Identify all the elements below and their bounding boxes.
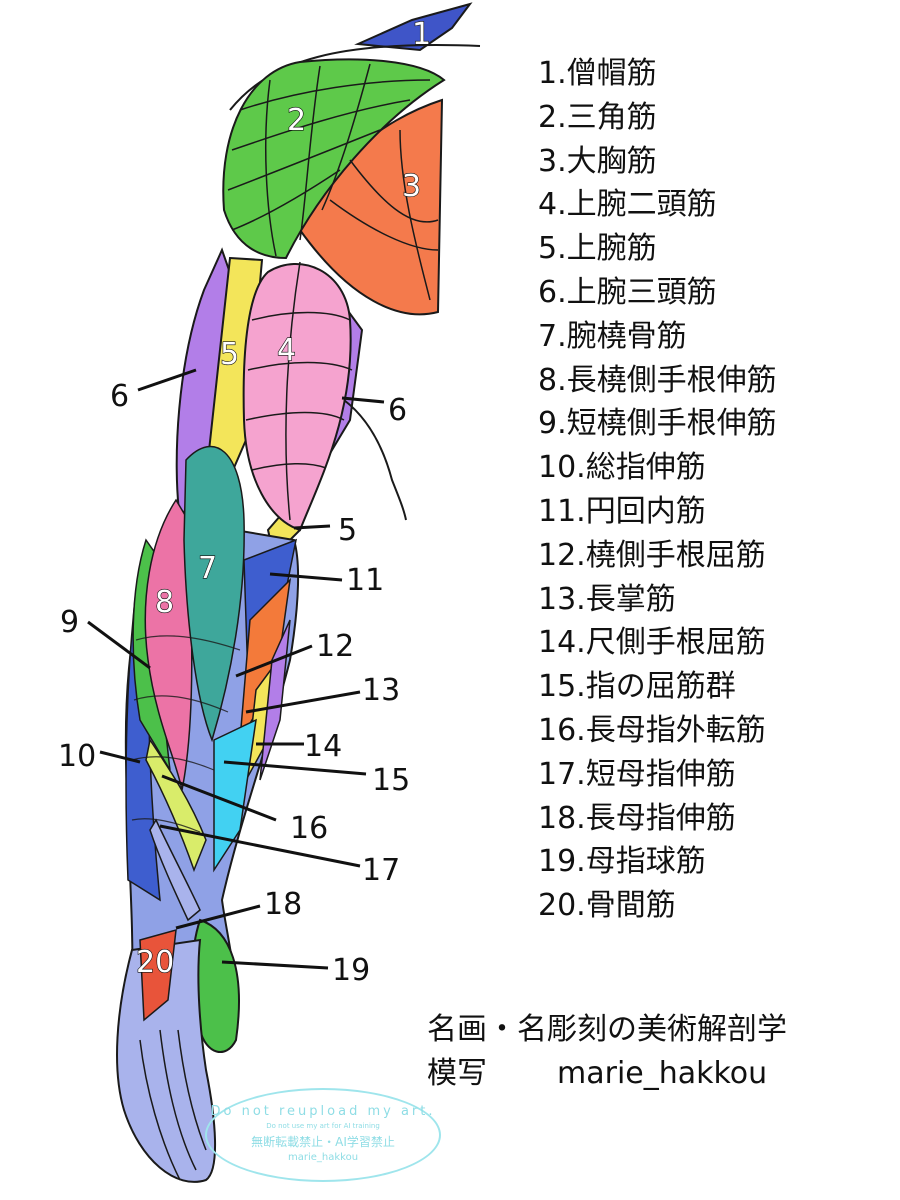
callout-19: 19 (332, 953, 370, 988)
credit-author: marie_hakkou (557, 1056, 768, 1091)
callout-20: 20 (136, 945, 174, 980)
callout-12: 12 (316, 629, 354, 664)
callout-8: 8 (155, 585, 174, 620)
callout-11: 11 (346, 563, 384, 598)
legend-item: 12.橈側手根屈筋 (538, 537, 766, 573)
finger-flexors-shape (213, 718, 257, 873)
callout-6b: 6 (388, 393, 407, 428)
legend-item: 20.骨間筋 (538, 888, 676, 924)
watermark-stamp: Do not reupload my art. Do not use my ar… (205, 1088, 441, 1182)
legend-item: 15.指の屈筋群 (538, 669, 736, 705)
legend-item: 8.長橈側手根伸筋 (538, 362, 777, 398)
legend-item: 7.腕橈骨筋 (538, 318, 687, 354)
callout-16: 16 (290, 811, 328, 846)
callout-5b: 5 (338, 513, 357, 548)
hand-finger-lines (139, 1029, 207, 1181)
callout-7: 7 (198, 551, 217, 586)
legend-item: 11.円回内筋 (538, 493, 706, 529)
callout-3: 3 (402, 169, 421, 204)
credit-prefix: 模写 (427, 1056, 487, 1091)
muscle-legend: 1.僧帽筋 2.三角筋 3.大胸筋 4.上腕二頭筋 5.上腕筋 6.上腕三頭筋 … (538, 52, 777, 928)
legend-item: 18.長母指伸筋 (538, 800, 736, 836)
watermark-line-1: Do not reupload my art. (210, 1104, 436, 1119)
shoulder-top-line (229, 43, 481, 111)
callout-18: 18 (264, 887, 302, 922)
callout-9: 9 (60, 605, 79, 640)
hand-shape (116, 938, 217, 1183)
legend-item: 3.大胸筋 (538, 143, 657, 179)
callout-6a: 6 (110, 379, 129, 414)
deltoid-contours (227, 63, 431, 257)
legend-item: 2.三角筋 (538, 99, 657, 135)
pectoralis-contours (329, 129, 439, 301)
credit-source: 名画・名彫刻の美術解剖学 (427, 1012, 787, 1047)
callout-2: 2 (287, 103, 306, 138)
legend-item: 16.長母指外転筋 (538, 712, 766, 748)
legend-item: 5.上腕筋 (538, 231, 657, 267)
biceps-contours (245, 261, 353, 521)
legend-item: 9.短橈側手根伸筋 (538, 406, 777, 442)
interossei-shape (139, 928, 177, 1022)
watermark-line-3: 無断転載禁止・AI学習禁止 (251, 1135, 395, 1149)
callout-10: 10 (58, 739, 96, 774)
legend-item: 19.母指球筋 (538, 844, 706, 880)
callout-17: 17 (362, 853, 400, 888)
biceps-shape (242, 263, 352, 532)
credit-author-line: 模写 marie_hakkou (427, 1052, 787, 1096)
callout-4: 4 (277, 333, 296, 368)
watermark-line-2: Do not use my art for AI training (266, 1122, 380, 1130)
credit-block: 名画・名彫刻の美術解剖学 模写 marie_hakkou (427, 1008, 787, 1096)
legend-item: 14.尺側手根屈筋 (538, 625, 766, 661)
epb-shape (149, 818, 201, 922)
trapezius-shape (354, 2, 473, 52)
callout-13: 13 (362, 673, 400, 708)
legend-item: 4.上腕二頭筋 (538, 187, 717, 223)
legend-item: 6.上腕三頭筋 (538, 274, 717, 310)
callout-14: 14 (304, 729, 342, 764)
callout-5a: 5 (220, 337, 239, 372)
elbow-crease-line (343, 399, 407, 521)
legend-item: 13.長掌筋 (538, 581, 676, 617)
forearm-contours (131, 635, 241, 833)
callout-1: 1 (412, 17, 431, 52)
legend-item: 10.総指伸筋 (538, 450, 706, 486)
callout-15: 15 (372, 763, 410, 798)
fcu-shape (259, 619, 291, 781)
apl-shape (145, 738, 207, 873)
legend-item: 1.僧帽筋 (538, 56, 657, 91)
legend-item: 17.短母指伸筋 (538, 756, 736, 792)
leader-lines (87, 368, 385, 970)
watermark-line-4: marie_hakkou (287, 1152, 359, 1163)
